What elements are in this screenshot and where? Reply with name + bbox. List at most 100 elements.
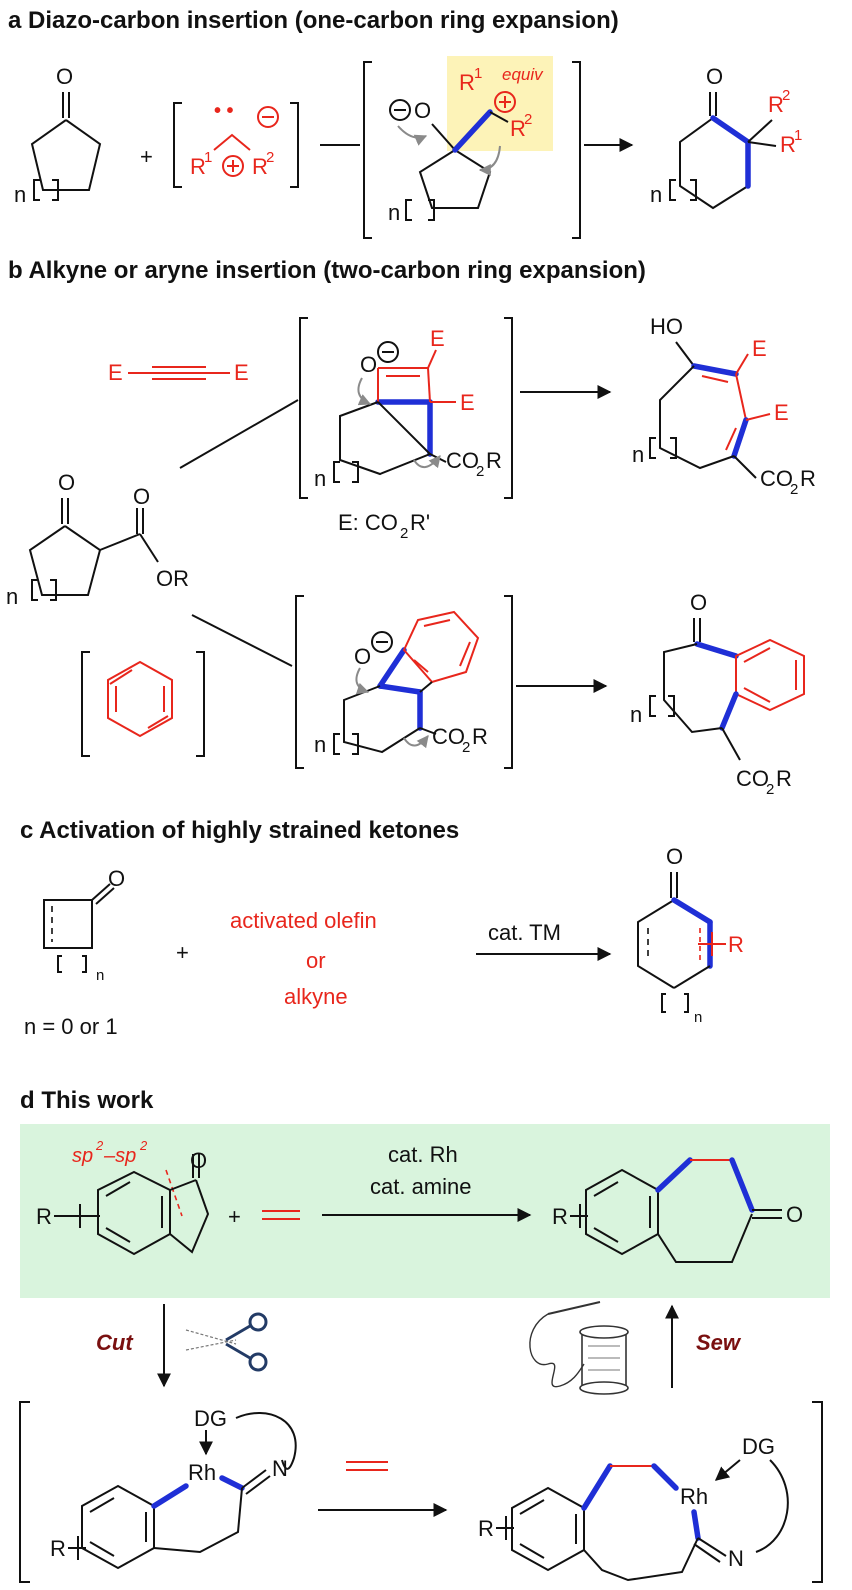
svg-text:n: n xyxy=(14,182,26,207)
cyclopentanone: O n xyxy=(14,64,102,207)
svg-text:O: O xyxy=(706,64,723,89)
bracket-left xyxy=(19,1401,30,1583)
needle-thread-icon xyxy=(529,1301,629,1395)
svg-text:E: E xyxy=(752,336,767,361)
n-values: n = 0 or 1 xyxy=(24,1014,118,1039)
sew-label: Sew xyxy=(696,1330,742,1355)
reaction-line-b2 xyxy=(191,614,293,667)
svg-text:n: n xyxy=(96,967,104,984)
svg-text:n: n xyxy=(630,702,642,727)
svg-text:Rh: Rh xyxy=(680,1484,708,1509)
svg-text:n: n xyxy=(694,1009,702,1026)
svg-text:E: E xyxy=(430,326,445,351)
svg-text:2: 2 xyxy=(400,525,408,542)
svg-text:O: O xyxy=(666,844,683,869)
svg-text:R: R xyxy=(552,1204,568,1229)
svg-text:O: O xyxy=(690,590,707,615)
e-definition: E: CO 2 R' xyxy=(338,510,430,542)
strained-ketone: O n n = 0 or 1 xyxy=(24,866,125,1039)
activated-olefin-label: activated olefin xyxy=(230,908,377,933)
cat-tm-label: cat. TM xyxy=(488,920,561,945)
svg-text:n: n xyxy=(650,182,662,207)
product-b-aryne: O CO 2 R n xyxy=(630,590,805,798)
svg-text:• •: • • xyxy=(214,100,234,122)
indanone-substrate: sp 2 –sp 2 O R xyxy=(36,1138,210,1256)
svg-text:n: n xyxy=(314,732,326,757)
section-c-title: c Activation of highly strained ketones xyxy=(20,817,459,844)
section-b-title: b Alkyne or aryne insertion (two-carbon … xyxy=(8,257,646,284)
svg-text:R: R xyxy=(472,724,488,749)
svg-text:R: R xyxy=(486,448,502,473)
svg-text:O: O xyxy=(354,644,371,669)
svg-text:CO: CO xyxy=(760,466,793,491)
cyclohexanone-product: O R 2 R 1 n xyxy=(650,64,802,210)
svg-text:2: 2 xyxy=(139,1138,148,1153)
svg-text:O: O xyxy=(786,1202,803,1227)
plus-sign: + xyxy=(140,144,153,169)
svg-text:–sp: –sp xyxy=(103,1145,136,1167)
svg-text:R: R xyxy=(768,92,784,117)
svg-text:O: O xyxy=(108,866,125,891)
cat-rh-label: cat. Rh xyxy=(388,1142,458,1167)
svg-text:2: 2 xyxy=(766,781,774,798)
svg-text:n: n xyxy=(632,442,644,467)
svg-text:CO: CO xyxy=(736,766,769,791)
scissors-icon xyxy=(185,1312,268,1372)
svg-text:sp: sp xyxy=(72,1145,93,1167)
svg-text:2: 2 xyxy=(476,463,484,480)
svg-text:2: 2 xyxy=(790,481,798,498)
svg-text:2: 2 xyxy=(782,87,790,104)
svg-text:2: 2 xyxy=(524,111,532,128)
svg-text:R: R xyxy=(776,766,792,791)
svg-text:n: n xyxy=(314,466,326,491)
svg-text:E: E xyxy=(108,360,123,385)
svg-text:E: CO: E: CO xyxy=(338,510,398,535)
bracket-right xyxy=(812,1401,823,1583)
cat-amine-label: cat. amine xyxy=(370,1174,472,1199)
svg-text:1: 1 xyxy=(474,65,482,82)
svg-text:1: 1 xyxy=(794,127,802,144)
svg-text:E: E xyxy=(460,390,475,415)
svg-text:O: O xyxy=(58,470,75,495)
svg-text:CO: CO xyxy=(446,448,479,473)
svg-text:R: R xyxy=(459,70,475,95)
section-d-title: d This work xyxy=(20,1087,154,1114)
svg-text:N: N xyxy=(728,1546,744,1571)
svg-text:2: 2 xyxy=(462,739,470,756)
plus-sign-c: + xyxy=(176,940,189,965)
svg-text:OR: OR xyxy=(156,566,189,591)
svg-text:O: O xyxy=(190,1148,207,1173)
reaction-line-b1 xyxy=(179,399,299,469)
cut-label: Cut xyxy=(96,1330,134,1355)
svg-text:E: E xyxy=(234,360,249,385)
beta-keto-ester: O O OR n xyxy=(6,470,189,609)
diazo-carbene: • • R 1 R 2 xyxy=(173,100,299,188)
svg-text:R: R xyxy=(478,1516,494,1541)
svg-text:O: O xyxy=(360,352,377,377)
svg-text:O: O xyxy=(133,484,150,509)
alkyne-label: alkyne xyxy=(284,984,348,1009)
svg-text:DG: DG xyxy=(194,1406,227,1431)
svg-text:R: R xyxy=(510,116,526,141)
svg-text:N: N xyxy=(272,1456,288,1481)
svg-text:HO: HO xyxy=(650,314,683,339)
svg-text:2: 2 xyxy=(95,1138,104,1153)
svg-text:O: O xyxy=(56,64,73,89)
svg-text:CO: CO xyxy=(432,724,465,749)
svg-text:R: R xyxy=(728,932,744,957)
product-c: O R n xyxy=(637,844,744,1026)
benzosuberone-product: O R xyxy=(552,1157,803,1263)
intermediate-b-alkyne: O E E CO 2 R n xyxy=(299,317,513,499)
svg-text:R': R' xyxy=(410,510,430,535)
svg-text:Rh: Rh xyxy=(188,1460,216,1485)
ethylene-reagent xyxy=(262,1210,300,1220)
svg-text:R: R xyxy=(252,154,268,179)
section-a-title: a Diazo-carbon insertion (one-carbon rin… xyxy=(8,7,619,34)
svg-text:R: R xyxy=(800,466,816,491)
svg-text:DG: DG xyxy=(742,1434,775,1459)
svg-text:R: R xyxy=(190,154,206,179)
or-label: or xyxy=(306,948,326,973)
svg-text:O: O xyxy=(414,98,431,123)
intermediate-b-aryne: O CO 2 R n xyxy=(295,595,513,769)
